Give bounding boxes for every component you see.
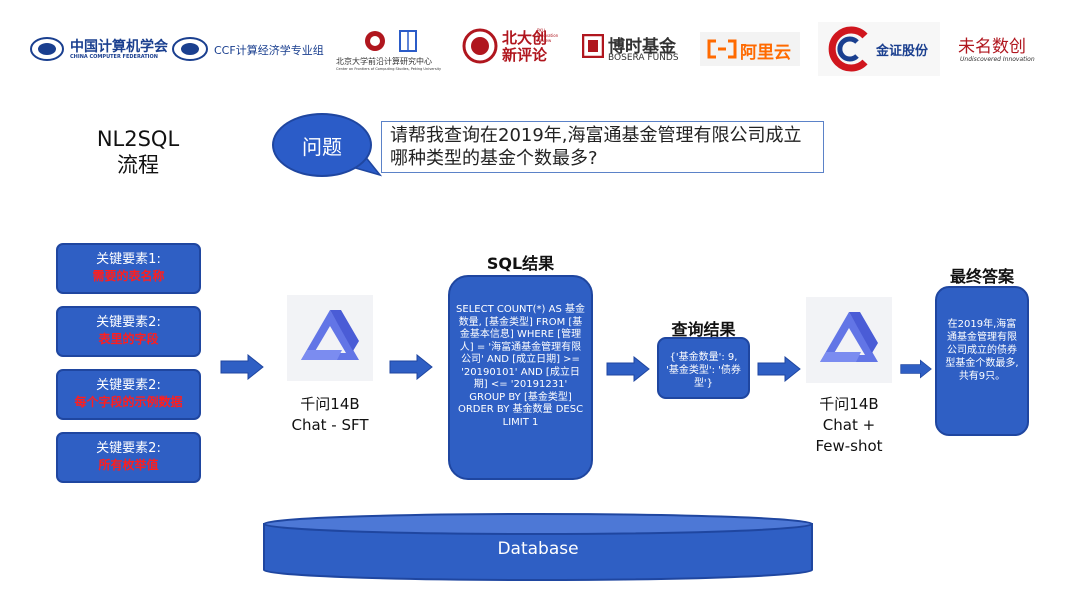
database-label: Database [497, 539, 579, 559]
model1-label: 千问14B Chat - SFT [270, 394, 390, 436]
jinzheng-logo: 金证股份 [818, 22, 940, 76]
question-bubble-label: 问题 [272, 113, 372, 177]
aliyun-name: 阿里云 [740, 43, 791, 63]
unnamed-name-en: Undiscovered Innovation [960, 56, 1035, 63]
answer-title: 最终答案 [949, 267, 1014, 286]
answer-box: 在2019年,海富通基金管理有限公司成立的债券型基金个数最多,共有9只。 [935, 286, 1029, 436]
model1-name: 千问14B [300, 395, 360, 413]
query-result-title: 查询结果 [671, 320, 736, 339]
model1-mode: Chat - SFT [291, 416, 369, 434]
model2-name: 千问14B [819, 395, 879, 413]
key-element-4: 关键要素2: 所有枚举值 [56, 432, 201, 483]
jinzheng-mark-icon [828, 26, 868, 72]
question-text: 请帮我查询在2019年,海富通基金管理有限公司成立哪种类型的基金个数最多? [381, 121, 824, 173]
key-element-label: 关键要素1: [96, 252, 161, 267]
sql-box: SELECT COUNT(*) AS 基金数量, [基金类型] FROM [基金… [448, 275, 593, 480]
model2-mode2: Few-shot [815, 437, 883, 455]
jinzheng-name: 金证股份 [876, 44, 929, 59]
arrow-right-icon [757, 356, 801, 382]
ccf-name: 中国计算机学会 [70, 39, 168, 55]
pku-seal-icon [462, 28, 498, 64]
sql-text: SELECT COUNT(*) AS 基金数量, [基金类型] FROM [基金… [456, 304, 585, 428]
key-element-3: 关键要素2: 每个字段的示例数据 [56, 369, 201, 420]
qwen-logo-icon [301, 310, 359, 360]
bosera-name: 博时基金 [608, 37, 676, 57]
unnamed-name: 未名数创 [958, 37, 1026, 57]
pku-review-name: 北大创新评论 [502, 29, 548, 64]
qwen-logo-icon [820, 312, 878, 362]
pku-center-name: 北京大学前沿计算研究中心 [336, 57, 432, 66]
key-element-2: 关键要素2: 表里的字段 [56, 306, 201, 357]
bosera-name-en: BOSERA FUNDS [608, 53, 679, 63]
book-icon [399, 30, 417, 52]
logo-strip: 中国计算机学会 CHINA COMPUTER FEDERATION CCF计算经… [0, 18, 1080, 80]
bosera-mark-icon [582, 34, 604, 58]
page-title: NL2SQL 流程 [96, 127, 180, 177]
answer-text: 在2019年,海富通基金管理有限公司成立的债券型基金个数最多,共有9只。 [945, 319, 1019, 382]
aliyun-mark-icon [707, 39, 737, 59]
key-element-value: 表里的字段 [98, 332, 159, 346]
ccf-name-en: CHINA COMPUTER FEDERATION [70, 54, 158, 60]
key-element-label: 关键要素2: [96, 378, 161, 393]
pku-center-name-en: Center on Frontiers of Computing Studies… [336, 67, 442, 71]
model2-mode: Chat + [822, 416, 876, 434]
arrow-right-icon [220, 354, 264, 380]
ccf-emblem-icon [172, 37, 208, 61]
key-element-label: 关键要素2: [96, 441, 161, 456]
pku-review-name-en: PKU Innovation Review [537, 28, 559, 43]
model2-label: 千问14B Chat + Few-shot [789, 394, 909, 457]
ccf-emblem-icon [30, 37, 64, 61]
key-element-value: 每个字段的示例数据 [74, 395, 183, 409]
sql-title: SQL结果 [486, 254, 555, 273]
ccf-econ-name: CCF计算经济学专业组 [214, 44, 324, 57]
qwen-logo-tile [806, 297, 892, 383]
query-result-box: {'基金数量': 9, '基金类型': '债券型'} [657, 337, 750, 399]
key-element-label: 关键要素2: [96, 315, 161, 330]
pku-seal-icon [365, 31, 385, 51]
key-element-value: 需要的表名称 [92, 269, 165, 283]
arrow-right-icon [900, 359, 932, 379]
query-result-text: {'基金数量': 9, '基金类型': '债券型'} [666, 352, 741, 389]
key-element-value: 所有枚举值 [98, 458, 159, 472]
database-cylinder-icon [263, 513, 813, 581]
qwen-logo-tile [287, 295, 373, 381]
arrow-right-icon [606, 356, 650, 382]
key-element-1: 关键要素1: 需要的表名称 [56, 243, 201, 294]
arrow-right-icon [389, 354, 433, 380]
aliyun-logo: 阿里云 [700, 32, 800, 66]
